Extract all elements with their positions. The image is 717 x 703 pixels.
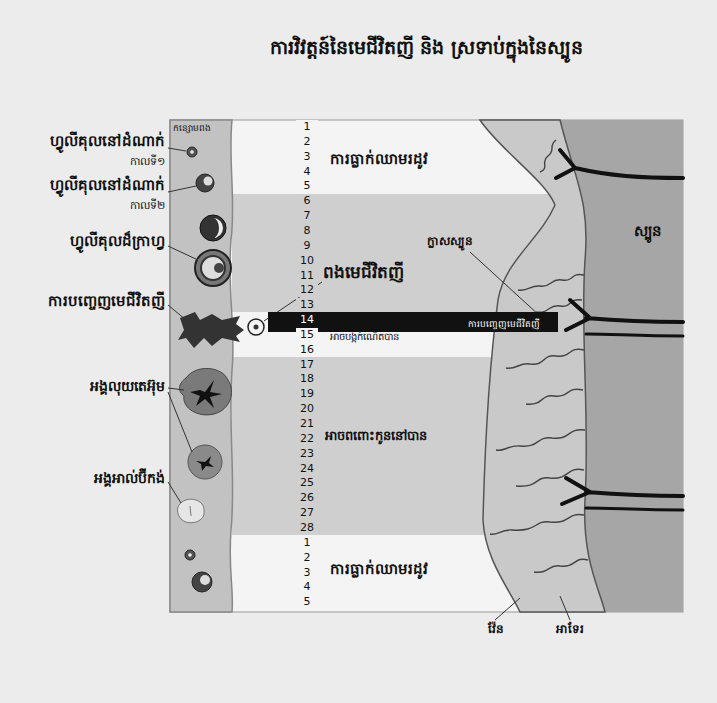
ovary-label: កាលទី២ xyxy=(60,199,165,213)
ovary-label: ហ្វូលីគុលដ៏ក្រាហ្វ xyxy=(2,232,165,251)
day-number: 4 xyxy=(296,580,318,594)
diagram-title: ការវិវត្តន៍នៃមេជីវិតញី និង ស្រទាប់ក្នុងន… xyxy=(170,36,683,60)
ovary-label: ហ្វូលីគុលនៅដំណាក់ xyxy=(2,132,165,151)
day-number: 27 xyxy=(296,506,318,520)
stage-label: អាចបង្កកំណើតបាន xyxy=(330,331,480,344)
ovary-label: អង្គលុយតេអ៊ុម xyxy=(2,378,165,396)
day-number: 16 xyxy=(296,343,318,357)
day-number: 13 xyxy=(296,298,318,312)
day-number: 26 xyxy=(296,491,318,505)
day-number: 22 xyxy=(296,432,318,446)
day-number: 25 xyxy=(296,476,318,490)
band-label: ការបញ្ចេញមេជីវិតញី xyxy=(468,319,540,329)
day-number: 1 xyxy=(296,120,318,134)
day-number: 12 xyxy=(296,283,318,297)
day-number: 19 xyxy=(296,387,318,401)
day-number: 9 xyxy=(296,239,318,253)
day-number: 23 xyxy=(296,447,318,461)
day-number: 3 xyxy=(296,150,318,164)
day-number: 28 xyxy=(296,521,318,535)
day-number: 7 xyxy=(296,209,318,223)
day-number: 14 xyxy=(296,313,318,327)
day-number: 4 xyxy=(296,165,318,179)
ovary-label: ការបញ្ចេញមេជីវិតញី xyxy=(2,292,165,311)
ovary-label: អង្គអាល់ប៊ីកង់ xyxy=(2,470,165,488)
ovary-label: ហ្វូលីគុលនៅដំណាក់ xyxy=(2,176,165,195)
day-number: 17 xyxy=(296,358,318,372)
day-number: 10 xyxy=(296,254,318,268)
day-number: 3 xyxy=(296,566,318,580)
day-number: 21 xyxy=(296,417,318,431)
stage-label: អាចពពោះកូននៅបាន xyxy=(325,428,480,444)
day-number: 20 xyxy=(296,402,318,416)
day-number: 5 xyxy=(296,179,318,193)
day-number: 5 xyxy=(296,595,318,609)
stage-label: ការធ្លាក់ឈាមរដូវ xyxy=(330,560,478,579)
ovary-label: កន្សោមពង xyxy=(173,123,231,134)
stage-label: ការធ្លាក់ឈាមរដូវ xyxy=(330,150,478,169)
stage-label: ក្លាសស្បូន xyxy=(395,234,505,249)
day-number: 11 xyxy=(296,269,318,283)
day-number: 6 xyxy=(296,194,318,208)
day-number: 15 xyxy=(296,328,318,342)
day-number: 18 xyxy=(296,372,318,386)
day-number: 24 xyxy=(296,462,318,476)
day-number: 8 xyxy=(296,224,318,238)
day-number: 2 xyxy=(296,135,318,149)
ovary-label: កាលទី១ xyxy=(60,155,165,169)
day-number: 2 xyxy=(296,551,318,565)
stage-label: វ៉ែន xyxy=(466,622,526,637)
stage-label: អាទែរ xyxy=(535,622,605,637)
stage-label: ពងមេជីវិតញី xyxy=(323,262,483,283)
day-number: 1 xyxy=(296,536,318,550)
stage-label: ស្បូន xyxy=(615,222,681,241)
